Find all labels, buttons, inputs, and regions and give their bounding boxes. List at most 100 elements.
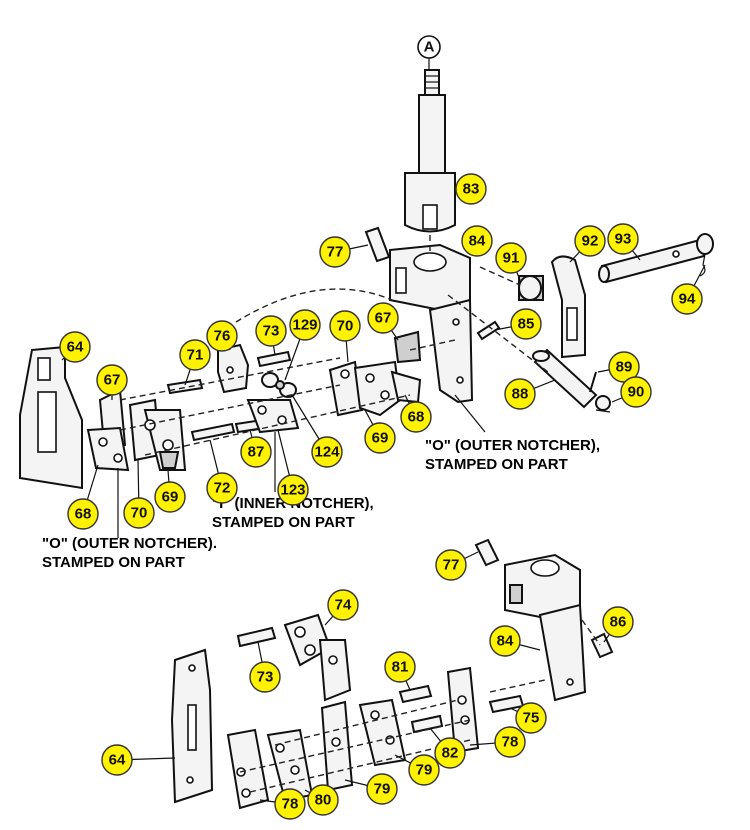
part-76-block — [217, 343, 250, 394]
part-78-link-left — [226, 728, 270, 810]
callout-circle — [96, 364, 128, 396]
callout-circle — [620, 376, 652, 408]
callout-circle — [574, 225, 606, 257]
part-91-bushing — [518, 275, 544, 301]
callout-label-88: 88 — [512, 386, 529, 403]
callout-label-76: 76 — [214, 328, 231, 345]
callout-label-92: 92 — [582, 233, 599, 250]
callout-circle — [255, 315, 287, 347]
callout-label-87: 87 — [248, 444, 265, 461]
part-82-pin — [410, 714, 444, 734]
callout-circle — [154, 481, 186, 513]
callout-circle — [311, 436, 343, 468]
callout-circle — [101, 744, 133, 776]
part-79-link-right — [358, 698, 407, 767]
callout-circle — [434, 737, 466, 769]
callout-label-129: 129 — [292, 317, 317, 334]
callout-label-64: 64 — [109, 752, 126, 769]
callout-label-68: 68 — [75, 506, 92, 523]
svg-text:A: A — [424, 39, 435, 56]
part-77-pin-lower — [474, 538, 500, 567]
note-outer-right-line1: "O" (OUTER NOTCHER), — [425, 437, 600, 454]
callout-label-72: 72 — [214, 480, 231, 497]
part-83-shaft — [404, 69, 456, 233]
callout-circle — [510, 308, 542, 340]
callout-label-79: 79 — [416, 762, 433, 779]
callout-circle — [602, 606, 634, 638]
right-link-group — [328, 330, 422, 417]
part-64-plate-lower — [170, 648, 214, 804]
part-129-roller — [261, 372, 297, 398]
callout-circle — [384, 651, 416, 683]
callout-label-94: 94 — [679, 291, 696, 308]
part-85-pin — [476, 320, 501, 341]
part-93-shaft — [598, 238, 706, 284]
part-80-link — [320, 700, 354, 792]
callout-circle — [515, 702, 547, 734]
callout-circle — [435, 549, 467, 581]
callout-label-68: 68 — [408, 409, 425, 426]
callout-label-82: 82 — [442, 745, 459, 762]
callout-label-78: 78 — [502, 734, 519, 751]
callout-label-69: 69 — [162, 489, 179, 506]
callout-circle — [59, 331, 91, 363]
callout-label-123: 123 — [280, 482, 305, 499]
alignment-lines-lower — [239, 619, 601, 793]
callout-circle — [289, 309, 321, 341]
part-81-pin — [398, 684, 433, 704]
callout-label-89: 89 — [616, 359, 633, 376]
note-outer-right-line2: STAMPED ON PART — [425, 456, 568, 473]
callout-label-81: 81 — [392, 659, 409, 676]
part-84-bracket — [389, 243, 474, 404]
part-73-pin-lower — [236, 626, 277, 648]
callout-label-80: 80 — [315, 792, 332, 809]
callout-circle — [206, 320, 238, 352]
part-77-pin — [364, 226, 391, 263]
callout-circle — [495, 242, 527, 274]
callout-circle — [67, 498, 99, 530]
part-88-shaft — [532, 348, 598, 409]
note-leader-outer-right — [454, 394, 486, 433]
callout-circle — [367, 302, 399, 334]
callout-label-84: 84 — [469, 233, 486, 250]
callout-label-86: 86 — [610, 614, 627, 631]
callout-circle — [249, 661, 281, 693]
part-84-bracket-lower — [504, 553, 587, 702]
callout-label-85: 85 — [518, 316, 535, 333]
callout-circle — [607, 223, 639, 255]
callout-circle — [461, 225, 493, 257]
callout-label-74: 74 — [335, 597, 352, 614]
callout-circle — [671, 283, 703, 315]
part-78-link-right — [446, 666, 480, 754]
callout-circle — [307, 784, 339, 816]
callout-label-93: 93 — [615, 231, 632, 248]
part-92-lever — [550, 255, 586, 359]
callout-label-91: 91 — [503, 250, 520, 267]
callout-label-77: 77 — [327, 244, 344, 261]
marker-a: A — [417, 35, 441, 70]
callout-label-83: 83 — [463, 181, 480, 198]
callout-circle — [327, 589, 359, 621]
note-outer-left-line2: STAMPED ON PART — [42, 554, 185, 571]
callout-label-77: 77 — [443, 557, 460, 574]
part-73-pin — [256, 350, 292, 368]
note-inner-line2: STAMPED ON PART — [212, 514, 355, 531]
part-64-plate — [19, 345, 83, 490]
left-link-group — [86, 388, 187, 472]
alignment-lines-upper — [119, 235, 549, 456]
part-94-spring-clip — [696, 233, 714, 277]
callout-circle — [274, 788, 306, 820]
callout-label-69: 69 — [372, 430, 389, 447]
callout-label-70: 70 — [131, 505, 148, 522]
callout-label-73: 73 — [263, 323, 280, 340]
callout-label-84: 84 — [497, 633, 514, 650]
callout-circle — [489, 625, 521, 657]
part-71-pin — [166, 378, 204, 395]
callout-label-70: 70 — [337, 318, 354, 335]
callout-label-71: 71 — [187, 347, 204, 364]
callout-circle — [123, 497, 155, 529]
callout-circle — [408, 754, 440, 786]
callout-label-64: 64 — [67, 339, 84, 356]
